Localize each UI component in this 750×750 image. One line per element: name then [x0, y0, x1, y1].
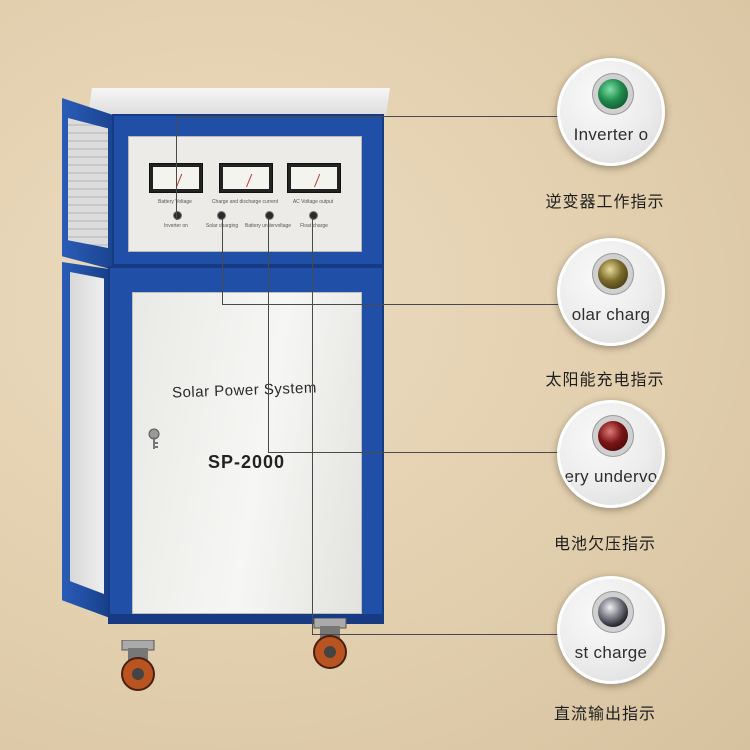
indicator-label: 太阳能充电指示 — [545, 370, 665, 389]
left-caster-wheel-icon — [121, 640, 155, 691]
model-number: SP-2000 — [208, 452, 286, 472]
cabinet-lower-side-panel — [70, 272, 104, 594]
led-inverter — [173, 211, 182, 220]
led-caption: Battery undervoltage — [244, 223, 292, 229]
cabinet-base — [108, 614, 384, 624]
red-lamp-icon — [598, 421, 628, 451]
indicator-text: st charge — [574, 643, 648, 662]
callout-line — [312, 634, 558, 635]
meter-caption: Battery Voltage — [158, 199, 192, 205]
cabinet-upper-side-panel — [68, 118, 108, 248]
indicator-inverter: Inverter o — [557, 58, 665, 166]
callout-line — [176, 116, 177, 220]
led-solar — [217, 211, 226, 220]
cabinet-door — [132, 292, 362, 614]
indicator-dc-output: st charge — [557, 576, 665, 684]
meter-panel: Battery Voltage Charge and discharge cur… — [128, 136, 362, 252]
indicator-text: Inverter o — [573, 125, 649, 144]
green-lamp-icon — [598, 79, 628, 109]
amber-lamp-icon — [598, 259, 628, 289]
meter-caption: Charge and discharge current — [211, 199, 279, 205]
led-battery — [265, 211, 274, 220]
callout-line — [222, 218, 223, 304]
clear-lamp-icon — [598, 597, 628, 627]
ac-voltage-meter — [287, 163, 341, 193]
led-caption: Float charge — [300, 223, 328, 229]
right-caster-wheel-icon — [313, 618, 347, 669]
callout-line — [222, 304, 558, 305]
meter-caption: AC Voltage output — [292, 199, 334, 205]
led-float — [309, 211, 318, 220]
indicator-text: ery undervo — [564, 467, 658, 486]
indicator-solar: olar charg — [557, 238, 665, 346]
callout-line — [312, 218, 313, 634]
indicator-label: 电池欠压指示 — [553, 534, 656, 553]
cabinet-top — [88, 88, 390, 116]
led-caption: Inverter on — [164, 223, 188, 229]
callout-line — [268, 452, 558, 453]
indicator-battery: ery undervo — [557, 400, 665, 508]
callout-line — [268, 218, 269, 452]
indicator-label: 直流输出指示 — [553, 704, 656, 723]
indicator-text: olar charg — [571, 305, 651, 324]
callout-line — [176, 116, 558, 117]
key-lock-icon — [148, 428, 160, 449]
current-meter — [219, 163, 273, 193]
indicator-label: 逆变器工作指示 — [545, 192, 665, 211]
